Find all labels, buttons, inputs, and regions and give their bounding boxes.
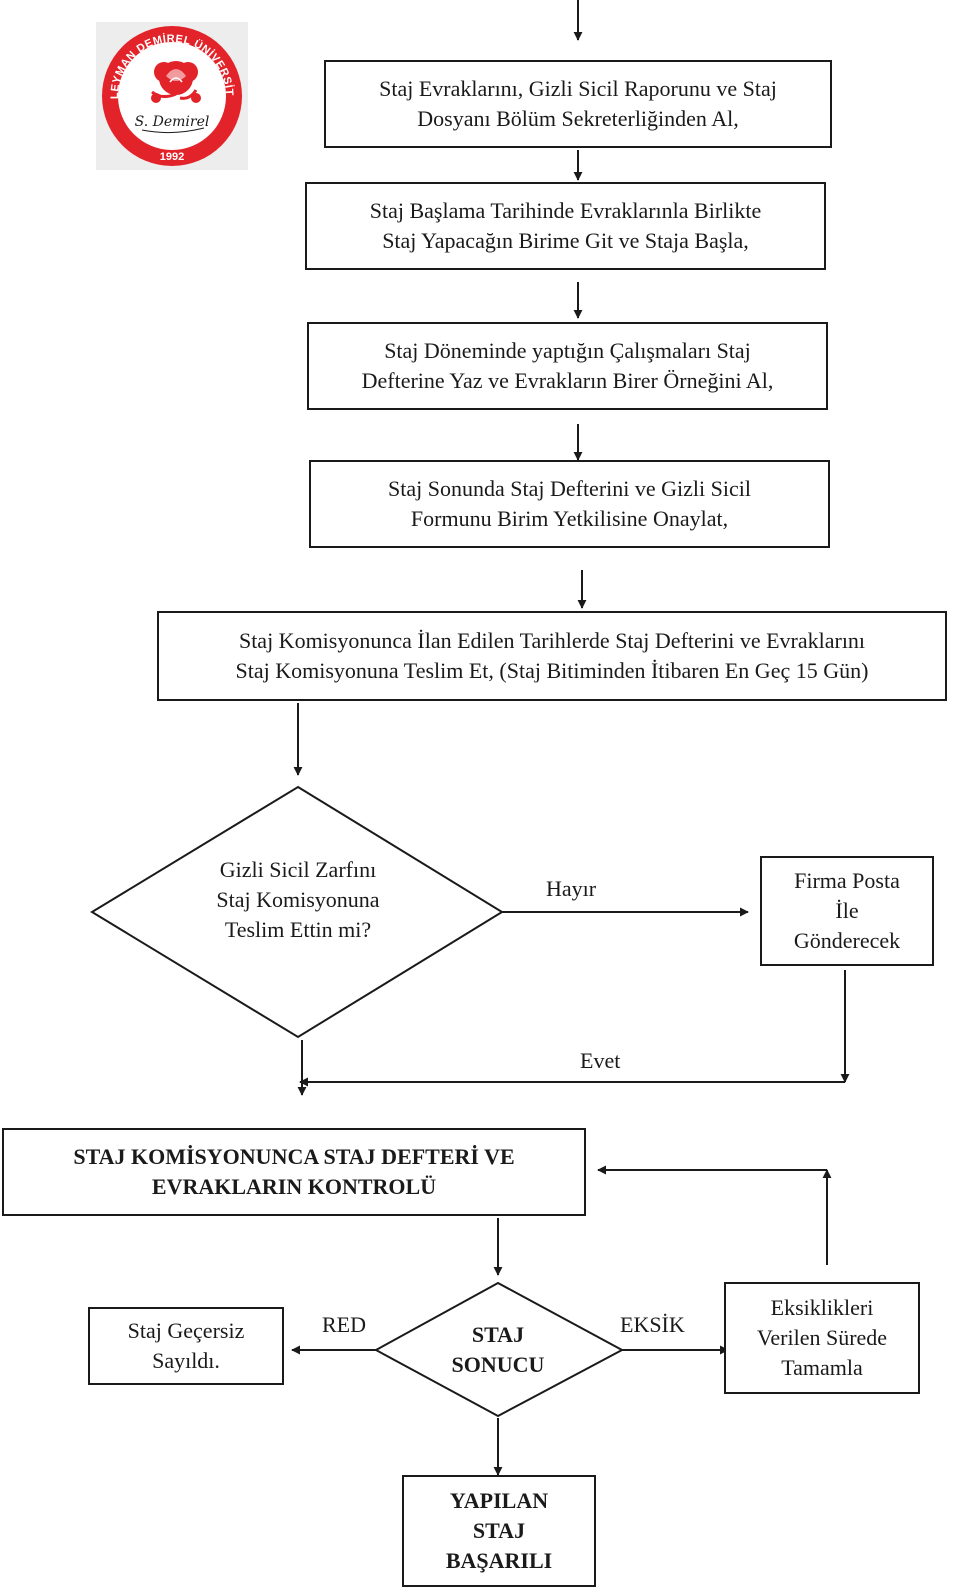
result-diamond-shape bbox=[373, 1281, 625, 1418]
decision-line-2: Staj Komisyonuna bbox=[216, 887, 380, 912]
step-5-box: Staj Komisyonunca İlan Edilen Tarihlerde… bbox=[157, 611, 947, 701]
step-4-line-2: Formunu Birim Yetkilisine Onaylat, bbox=[410, 506, 729, 531]
missing-line-1: Eksiklikleri bbox=[770, 1295, 874, 1320]
success-line-2: STAJ bbox=[472, 1518, 526, 1543]
firm-line-1: Firma Posta bbox=[794, 868, 900, 893]
internship-invalid-box: Staj Geçersiz Sayıldı. bbox=[88, 1307, 284, 1385]
decision-question: Gizli Sicil Zarfını Staj Komisyonuna Tes… bbox=[168, 852, 428, 948]
red-label: RED bbox=[322, 1312, 366, 1337]
success-line-1: YAPILAN bbox=[449, 1488, 549, 1513]
missing-line-2: Verilen Sürede bbox=[756, 1325, 888, 1350]
rose-icon bbox=[151, 61, 201, 103]
commission-control-box: STAJ KOMİSYONUNCA STAJ DEFTERİ VE EVRAKL… bbox=[2, 1128, 586, 1216]
decision-line-3: Teslim Ettin mi? bbox=[224, 917, 372, 942]
step-5-line-1: Staj Komisyonunca İlan Edilen Tarihlerde… bbox=[238, 628, 866, 653]
decision-line-1: Gizli Sicil Zarfını bbox=[219, 857, 377, 882]
logo-year: 1992 bbox=[160, 151, 184, 163]
step-3-line-2: Defterine Yaz ve Evrakların Birer Örneği… bbox=[361, 368, 774, 393]
control-line-1: STAJ KOMİSYONUNCA STAJ DEFTERİ VE bbox=[73, 1144, 515, 1169]
invalid-line-1: Staj Geçersiz bbox=[127, 1318, 245, 1343]
no-label: Hayır bbox=[546, 876, 597, 901]
missing-line-3: Tamamla bbox=[781, 1355, 863, 1380]
step-5-line-2: Staj Komisyonuna Teslim Et, (Staj Bitimi… bbox=[235, 658, 869, 683]
step-3-line-1: Staj Döneminde yaptığın Çalışmaları Staj bbox=[384, 338, 751, 363]
step-1-box: Staj Evraklarını, Gizli Sicil Raporunu v… bbox=[324, 60, 832, 148]
firm-line-2: İle bbox=[835, 898, 859, 923]
step-2-line-1: Staj Başlama Tarihinde Evraklarınla Birl… bbox=[369, 198, 762, 223]
university-logo: SÜLEYMAN DEMİREL ÜNİVERSİTESİ 1992 S. De… bbox=[92, 12, 248, 175]
step-4-box: Staj Sonunda Staj Defterini ve Gizli Sic… bbox=[309, 460, 830, 548]
internship-success-box: YAPILAN STAJ BAŞARILI bbox=[402, 1475, 596, 1587]
success-line-3: BAŞARILI bbox=[445, 1548, 553, 1573]
result-question: STAJ SONUCU bbox=[418, 1318, 578, 1382]
firm-line-3: Gönderecek bbox=[793, 928, 901, 953]
decision-diamond-shape bbox=[90, 785, 504, 1039]
step-1-line-1: Staj Evraklarını, Gizli Sicil Raporunu v… bbox=[379, 76, 777, 101]
university-seal-icon: SÜLEYMAN DEMİREL ÜNİVERSİTESİ 1992 S. De… bbox=[92, 12, 248, 170]
step-2-line-2: Staj Yapacağın Birime Git ve Staja Başla… bbox=[382, 228, 749, 253]
result-line-2: SONUCU bbox=[451, 1352, 545, 1377]
control-line-2: EVRAKLARIN KONTROLÜ bbox=[151, 1174, 437, 1199]
step-4-line-1: Staj Sonunda Staj Defterini ve Gizli Sic… bbox=[388, 476, 751, 501]
step-1-line-2: Dosyanı Bölüm Sekreterliğinden Al, bbox=[417, 106, 739, 131]
eksik-label: EKSİK bbox=[620, 1312, 685, 1337]
logo-signature: S. Demirel bbox=[135, 114, 210, 130]
step-2-box: Staj Başlama Tarihinde Evraklarınla Birl… bbox=[305, 182, 826, 270]
result-line-1: STAJ bbox=[471, 1322, 525, 1347]
yes-label: Evet bbox=[580, 1048, 621, 1073]
complete-missing-box: Eksiklikleri Verilen Sürede Tamamla bbox=[724, 1282, 920, 1394]
step-3-box: Staj Döneminde yaptığın Çalışmaları Staj… bbox=[307, 322, 828, 410]
firm-mail-box: Firma Posta İle Gönderecek bbox=[760, 856, 934, 966]
invalid-line-2: Sayıldı. bbox=[152, 1348, 220, 1373]
